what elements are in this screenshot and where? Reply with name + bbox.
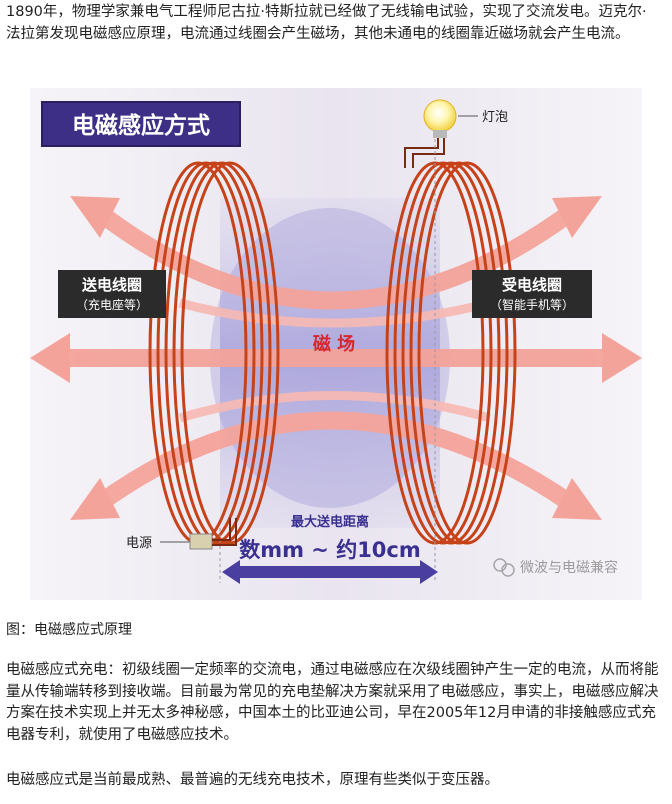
distance-title: 最大送电距离	[291, 514, 369, 530]
distance-value: 数mm ~ 约10cm	[239, 538, 421, 562]
induction-diagram: 灯泡 电磁感应方式 送电线圈 （充电座等） 受电线圈 （智能手机等） 磁 场 电…	[30, 88, 642, 600]
power-source-icon	[189, 533, 213, 550]
field-lines	[178, 298, 492, 423]
bulb-label: 灯泡	[482, 110, 508, 125]
intro-paragraph: 1890年，物理学家兼电气工程师尼古拉·特斯拉就已经做了无线输电试验，实现了交流…	[6, 4, 647, 42]
field-label: 磁 场	[313, 333, 355, 355]
closing-paragraph: 电磁感应式是当前最成熟、最普遍的无线充电技术，原理有些类似于变压器。	[6, 772, 499, 788]
watermark: 微波与电磁兼容	[493, 558, 618, 577]
watermark-text: 微波与电磁兼容	[520, 559, 618, 576]
figure-caption: 图：电磁感应式原理	[6, 622, 132, 638]
transmit-label: 送电线圈	[81, 276, 142, 294]
receive-label-box	[472, 270, 592, 318]
power-label: 电源	[126, 536, 152, 551]
receive-label: 受电线圈	[502, 276, 562, 294]
transmit-sublabel: （充电座等）	[76, 297, 148, 312]
transmit-label-box	[58, 270, 166, 318]
figure-title: 电磁感应方式	[72, 112, 210, 139]
bulb-icon	[423, 99, 457, 138]
title-box	[41, 101, 241, 147]
receive-sublabel: （智能手机等）	[490, 297, 574, 312]
body-paragraph: 电磁感应式充电：初级线圈一定频率的交流电，通过电磁感应在次级线圈钟产生一定的电流…	[6, 662, 659, 743]
distance-arrow	[222, 560, 438, 584]
arrow-heads	[30, 196, 642, 520]
